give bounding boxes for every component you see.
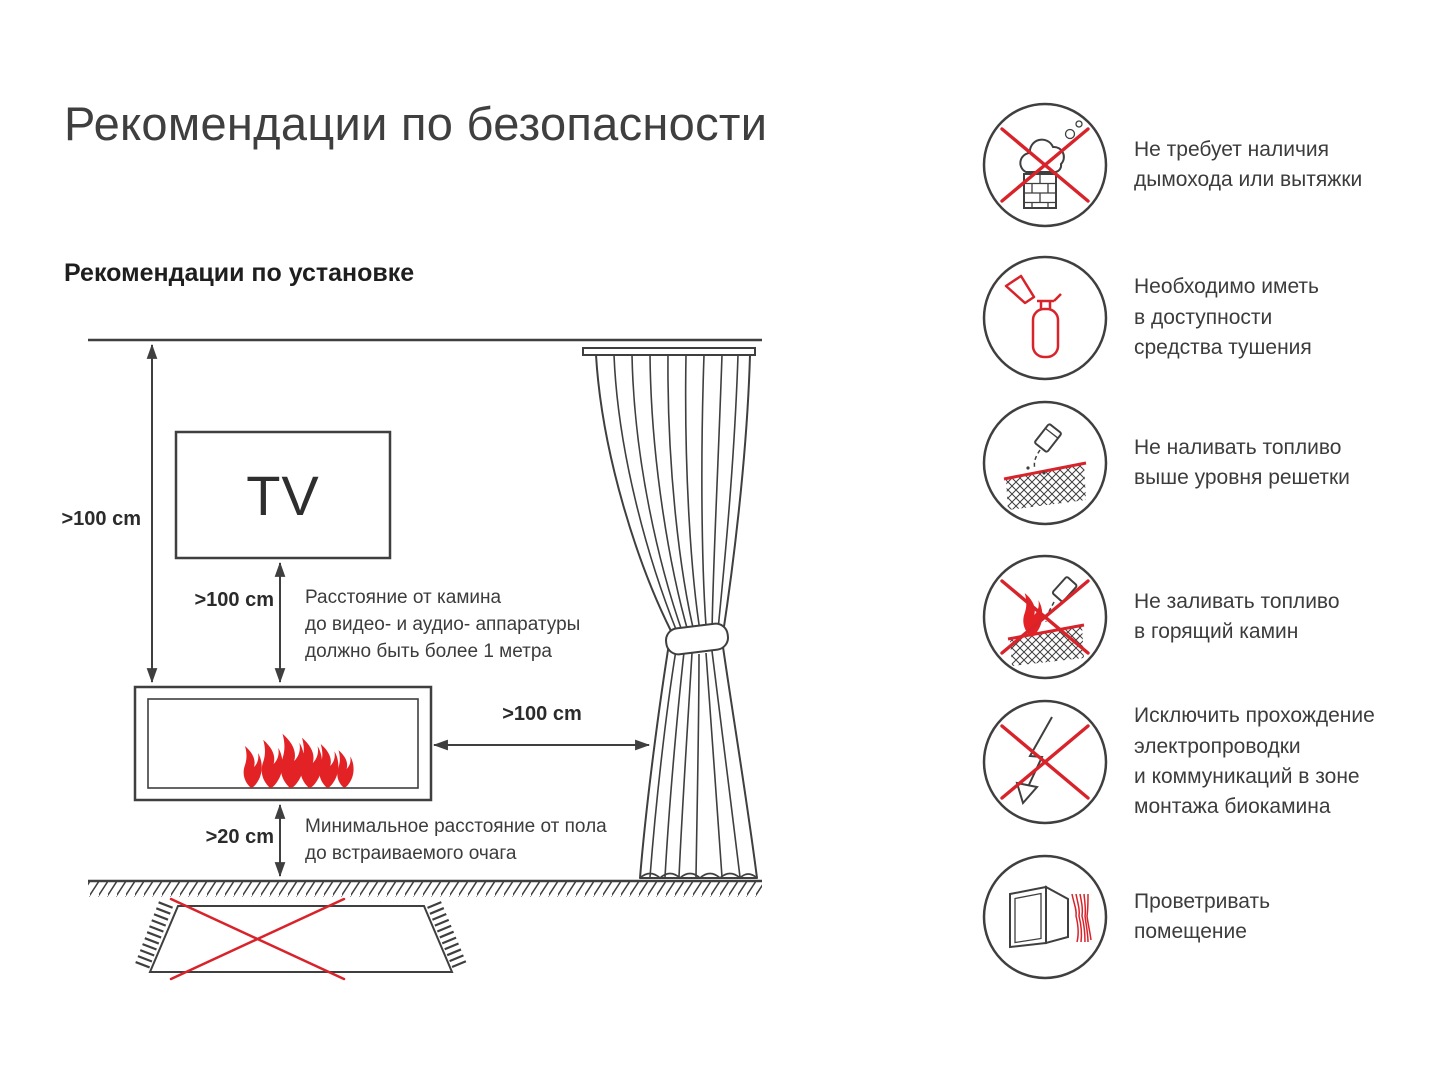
tv-box	[174, 430, 392, 560]
floor	[88, 879, 762, 897]
red-curtain-shape	[1071, 893, 1092, 943]
dimension-arrows	[146, 343, 651, 878]
rug-crossed-out	[133, 897, 468, 981]
installation-diagram	[88, 338, 762, 981]
no-chimney-icon	[982, 102, 1108, 228]
no-electrical-wiring-icon	[982, 699, 1108, 825]
safety-item-fuel-level: Не наливать топливо выше уровня решетки	[980, 398, 1350, 528]
safety-item-label: Исключить прохождение электропроводки и …	[1134, 704, 1375, 819]
page-title: Рекомендации по безопасности	[64, 97, 768, 150]
safety-item-label: Не требует наличия дымохода или вытяжки	[1134, 137, 1363, 191]
section-title: Рекомендации по установке	[64, 259, 415, 287]
fire-extinguisher-icon	[982, 255, 1108, 381]
open-window-shape	[1009, 885, 1092, 949]
safety-list: Не требует наличия дымохода или вытяжки …	[980, 0, 1425, 1080]
chimney-smoke-shape	[1019, 120, 1083, 209]
curtain-tie	[665, 622, 729, 656]
dim-ceiling-to-fireplace: >100 cm	[61, 508, 141, 530]
safety-item-extinguisher: Необходимо иметь в доступности средства …	[980, 253, 1319, 383]
dim-floor-to-fireplace: >20 cm	[205, 826, 274, 848]
safety-item-no-wiring: Исключить прохождение электропроводки и …	[980, 697, 1375, 827]
fuel-grate-shape	[1003, 423, 1087, 510]
fireplace	[133, 685, 433, 802]
curtain-rod	[582, 347, 756, 356]
fuel-below-grate-icon	[982, 400, 1108, 526]
safety-item-ventilate: Проветривать помещение	[980, 852, 1270, 982]
safety-item-label: Необходимо иметь в доступности средства …	[1134, 275, 1319, 360]
safety-item-no-refuel: Не заливать топливо в горящий камин	[980, 552, 1340, 682]
dim-fireplace-to-curtain: >100 cm	[502, 703, 582, 725]
note-floor-distance: Минимальное расстояние от пола до встраи…	[305, 816, 607, 864]
red-cross-icon	[169, 897, 346, 981]
safety-item-label: Не заливать топливо в горящий камин	[1134, 589, 1340, 643]
extinguisher-shape	[1004, 274, 1062, 359]
note-tv-distance: Расстояние от камина до видео- и аудио- …	[305, 587, 581, 662]
dim-tv-to-fireplace: >100 cm	[194, 589, 274, 611]
safety-item-label: Не наливать топливо выше уровня решетки	[1134, 435, 1350, 489]
curtain-folds	[613, 354, 758, 880]
tv-label: TV	[246, 463, 320, 527]
no-refuel-burning-icon	[982, 554, 1108, 680]
ventilate-room-icon	[982, 854, 1108, 980]
safety-item-label: Проветривать помещение	[1134, 889, 1271, 943]
curtain	[582, 347, 758, 880]
safety-item-no-chimney: Не требует наличия дымохода или вытяжки	[980, 100, 1362, 230]
